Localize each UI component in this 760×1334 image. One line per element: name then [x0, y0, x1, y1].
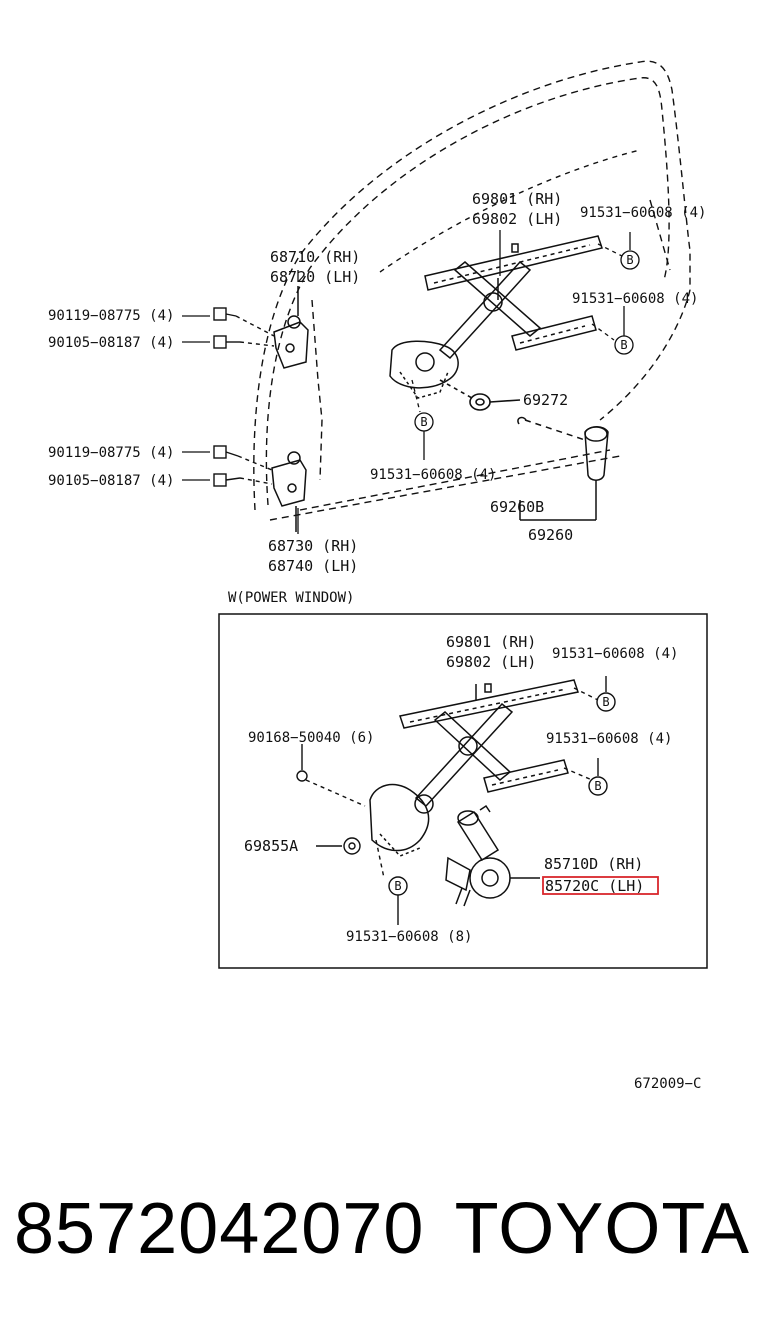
window-motor-icon — [445, 804, 540, 907]
washer-69272 — [439, 379, 521, 411]
b-marker: B — [602, 695, 609, 709]
b-marker: B — [420, 415, 427, 429]
caption-bar: 8572042070 TOYOTA — [14, 1188, 750, 1270]
label-91531-top: 91531−60608 (4) — [580, 205, 706, 221]
label-69260b: 69260B — [490, 498, 544, 516]
section-title: W(POWER WINDOW) — [228, 590, 354, 606]
pw-fasteners — [296, 676, 616, 925]
brand-name: TOYOTA — [454, 1189, 750, 1269]
label-90105-upper: 90105−08187 (4) — [48, 335, 174, 351]
label-90119-lower: 90119−08775 (4) — [48, 445, 174, 461]
label-91531-mid: 91531−60608 (4) — [572, 291, 698, 307]
label-69801: 69801 (RH) — [472, 190, 562, 208]
b-marker: B — [626, 253, 633, 267]
pw-label-91531-mid: 91531−60608 (4) — [546, 731, 672, 747]
label-68740: 68740 (LH) — [268, 557, 358, 575]
bolt-icons-upper — [213, 307, 275, 487]
door-outline — [253, 60, 691, 521]
label-69802: 69802 (LH) — [472, 210, 562, 228]
pw-labels: 69801 (RH) 69802 (LH) 91531−60608 (4) 90… — [244, 633, 678, 945]
b-letters-upper: B B B — [420, 253, 633, 429]
upper-labels: 69801 (RH) 69802 (LH) 91531−60608 (4) 68… — [48, 190, 706, 575]
pw-label-90168: 90168−50040 (6) — [248, 730, 374, 746]
power-window-frame — [218, 613, 708, 969]
label-91531-low: 91531−60608 (4) — [370, 467, 496, 483]
pw-label-91531-low: 91531−60608 (8) — [346, 929, 472, 945]
pw-regulator — [369, 679, 579, 857]
label-90119-upper: 90119−08775 (4) — [48, 308, 174, 324]
reference-code: 672009−C — [634, 1076, 701, 1092]
label-90105-lower: 90105−08187 (4) — [48, 473, 174, 489]
pw-label-85720c: 85720C (LH) — [545, 877, 644, 895]
highlight-box — [542, 876, 659, 895]
label-69260: 69260 — [528, 526, 573, 544]
pw-label-69801: 69801 (RH) — [446, 633, 536, 651]
b-marker: B — [394, 879, 401, 893]
upper-regulator — [389, 235, 603, 399]
label-69272: 69272 — [523, 391, 568, 409]
label-68730: 68730 (RH) — [268, 537, 358, 555]
pw-label-91531-top: 91531−60608 (4) — [552, 646, 678, 662]
upper-hinge — [273, 286, 309, 369]
pw-label-69855a: 69855A — [244, 837, 298, 855]
lower-hinge — [271, 451, 307, 532]
b-marker: B — [594, 779, 601, 793]
pw-label-69802: 69802 (LH) — [446, 653, 536, 671]
handle-69260 — [517, 416, 609, 521]
label-68710: 68710 (RH) — [270, 248, 360, 266]
pw-label-85710d: 85710D (RH) — [544, 855, 643, 873]
b-marker: B — [620, 338, 627, 352]
label-68720: 68720 (LH) — [270, 268, 360, 286]
part-number: 8572042070 — [14, 1189, 425, 1269]
b-letters-pw: B B B — [394, 695, 609, 893]
upper-b-markers — [182, 230, 640, 534]
